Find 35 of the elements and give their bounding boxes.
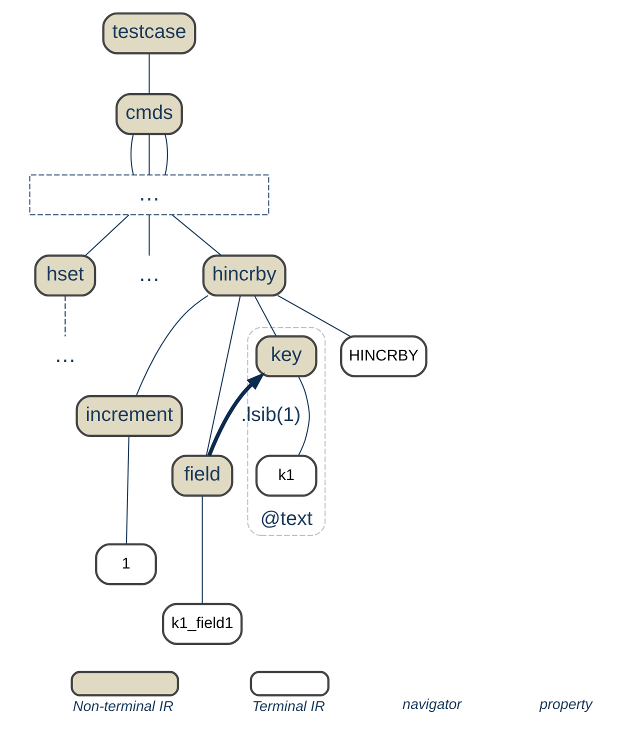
node-text: … — [138, 260, 160, 286]
connector — [126, 436, 130, 544]
legend-label: navigator — [402, 696, 462, 712]
connector — [206, 295, 241, 456]
node-box: hincrby — [202, 254, 286, 296]
edge-label: .lsib(1) — [241, 403, 301, 426]
connector — [202, 495, 203, 604]
node-box: testcase — [102, 12, 196, 54]
connector — [298, 376, 310, 456]
legend-label: property — [540, 696, 592, 712]
legend-label: Non-terminal IR — [72, 698, 174, 715]
legend-label: Terminal IR — [252, 698, 325, 715]
arrow — [207, 372, 265, 456]
connector — [148, 52, 150, 94]
node-box: k1_field1 — [162, 602, 243, 644]
node-box: key — [255, 334, 318, 377]
connector — [130, 134, 134, 174]
connector — [172, 214, 222, 256]
connector — [148, 134, 150, 174]
node-box: cmds — [116, 92, 183, 135]
node-box: hset — [34, 254, 96, 296]
node-box: field — [171, 454, 234, 496]
connector — [164, 134, 168, 174]
node-text: … — [54, 341, 76, 366]
connector — [64, 295, 66, 336]
node-box: … — [29, 174, 270, 215]
node-box: k1 — [255, 454, 318, 496]
node-box: HINCRBY — [340, 334, 428, 377]
connector — [148, 214, 150, 256]
connector — [136, 294, 208, 396]
connector — [84, 214, 130, 256]
node-box: increment — [76, 394, 183, 437]
node-box: 1 — [95, 542, 157, 585]
connector — [277, 294, 350, 336]
connector — [254, 294, 277, 336]
